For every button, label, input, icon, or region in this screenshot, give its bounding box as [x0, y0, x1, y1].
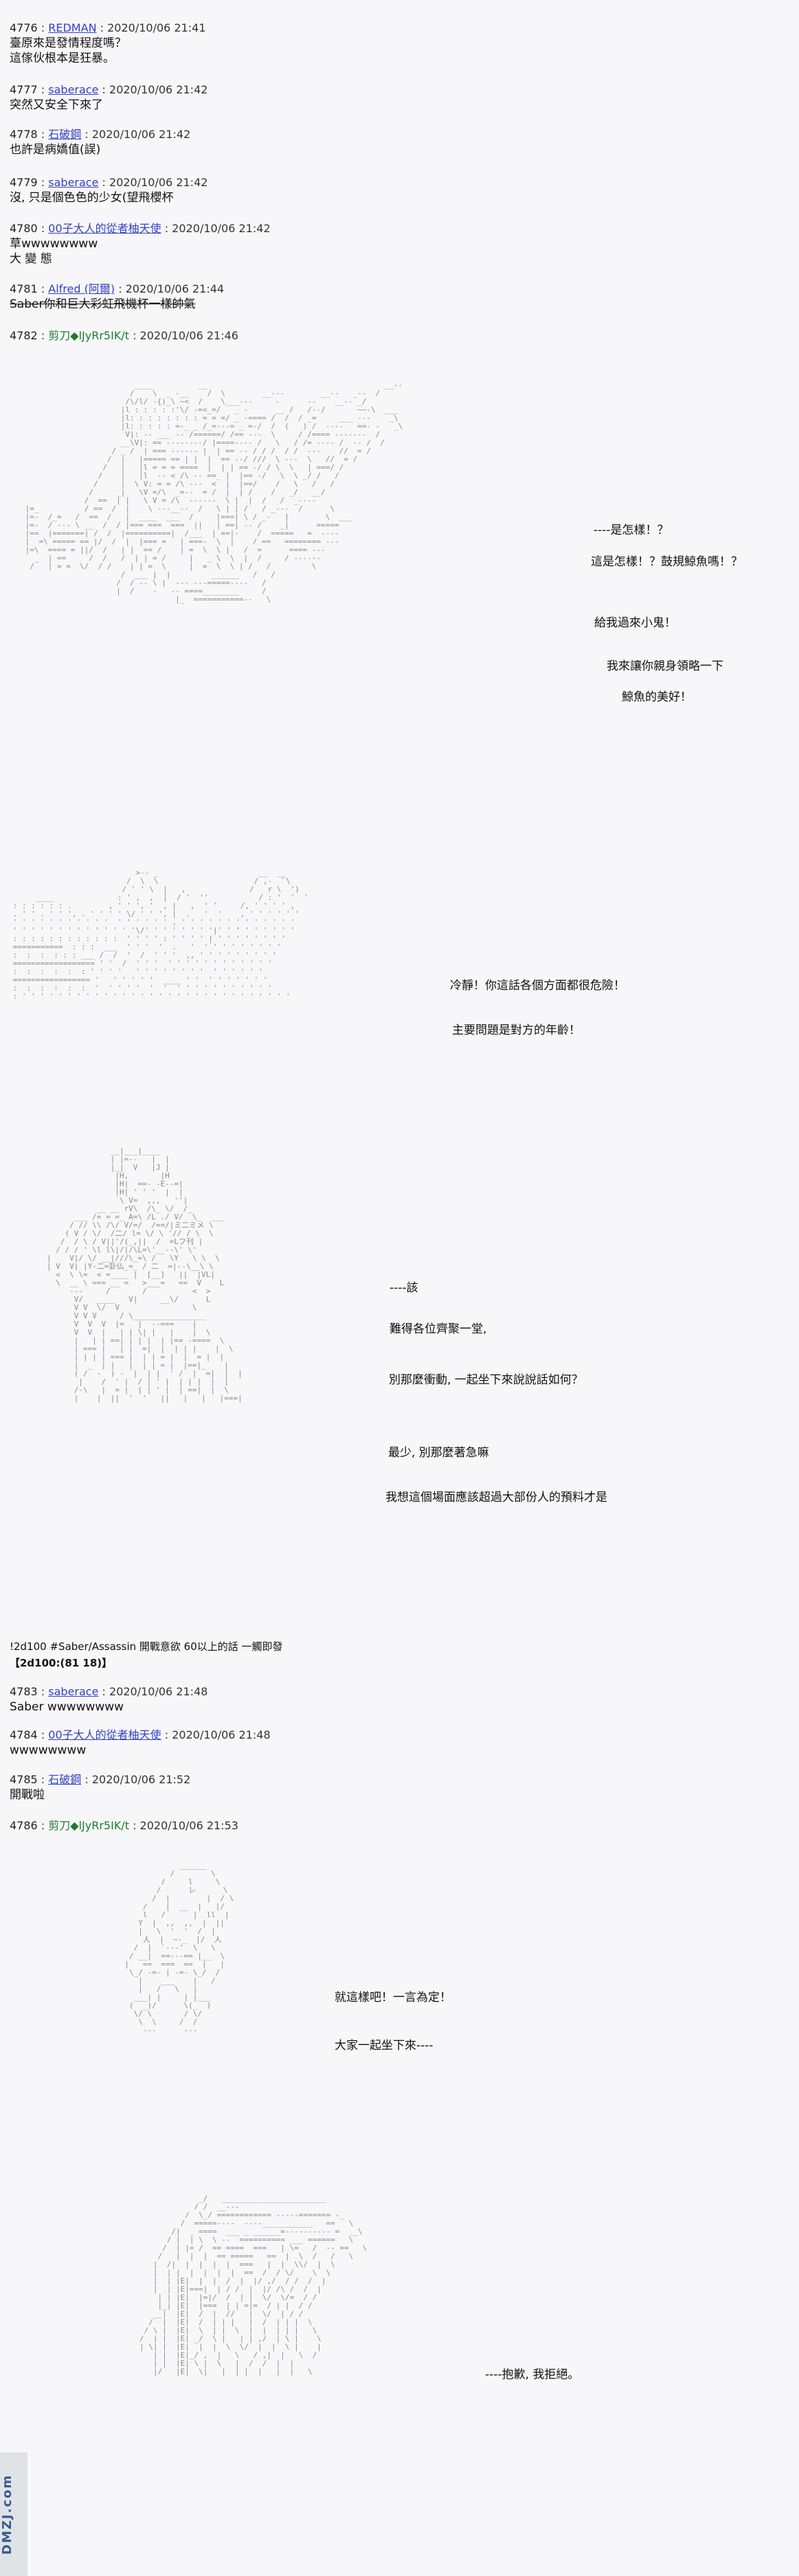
poster-name: 剪刀◆lJyRr5IK/t	[48, 1819, 129, 1832]
dialogue-line: 給我過來小鬼！	[594, 616, 676, 630]
dialogue-line: 就這樣吧！一言為定！	[335, 1991, 451, 2004]
dialogue-line: 我來讓你親身領略一下	[607, 659, 723, 673]
dialogue-line: 冷靜！你這話各個方面都很危險！	[450, 979, 625, 993]
poster-name-link[interactable]: Alfred (阿爾)	[48, 282, 115, 295]
poster-name-link[interactable]: 石破鋼	[48, 128, 82, 141]
dialogue-line: 主要問題是對方的年齡！	[452, 1024, 581, 1037]
post-4777: 4777 : saberace : 2020/10/06 21:42 突然又安全…	[10, 83, 208, 112]
dialogue-line: 鯨魚的美好！	[622, 690, 692, 704]
site-watermark: DMZJ.com	[0, 2452, 27, 2576]
poster-name-link[interactable]: saberace	[48, 83, 99, 96]
dice-command: !2d100 #Saber/Assassin 開戰意欲 60以上的話 一觸即發	[10, 1640, 283, 1653]
post-4784: 4784 : 00子大人的從者柚天使 : 2020/10/06 21:48 ww…	[10, 1728, 271, 1757]
dialogue-line: 這是怎樣！？鼓規鯨魚嗎！？	[591, 555, 743, 569]
poster-name-link[interactable]: 00子大人的從者柚天使	[48, 1728, 161, 1741]
dialogue-line: 我想這個場面應該超過大部份人的預料才是	[385, 1491, 607, 1504]
ascii-art-figure-5: _/ _______________________ / / __--- / \…	[139, 2194, 368, 2376]
post-4786: 4786 : 剪刀◆lJyRr5IK/t : 2020/10/06 21:53	[10, 1819, 238, 1832]
poster-name: 剪刀◆lJyRr5IK/t	[48, 329, 129, 342]
post-4782: 4782 : 剪刀◆lJyRr5IK/t : 2020/10/06 21:46	[10, 329, 238, 342]
poster-name-link[interactable]: saberace	[48, 176, 99, 189]
ascii-art-figures-1: ____ __ __-- / \ _ -__ / \ __--- __-- _-…	[25, 381, 403, 604]
poster-name-link[interactable]: REDMAN	[48, 21, 97, 34]
dialogue-line: ----該	[390, 1281, 418, 1295]
dice-result: 【2d100:(81 18)】	[10, 1657, 113, 1669]
post-4785: 4785 : 石破鋼 : 2020/10/06 21:52 開戰啦	[10, 1773, 191, 1802]
post-4780: 4780 : 00子大人的從者柚天使 : 2020/10/06 21:42 草w…	[10, 222, 271, 266]
post-4783: 4783 : saberace : 2020/10/06 21:48 Saber…	[10, 1685, 208, 1714]
poster-name-link[interactable]: saberace	[48, 1685, 99, 1698]
ascii-art-figures-3: __|___|____ | |=-- | | |_| V |J | |H, |H…	[46, 1146, 243, 1403]
dialogue-line: 難得各位齊聚一堂,	[390, 1322, 487, 1336]
dialogue-line: ----是怎樣！？	[594, 523, 669, 537]
post-4779: 4779 : saberace : 2020/10/06 21:42 沒, 只是…	[10, 176, 208, 205]
post-4778: 4778 : 石破鋼 : 2020/10/06 21:42 也許是病嬌值(誤)	[10, 128, 191, 157]
dialogue-line: ----抱歉, 我拒絕。	[485, 2368, 580, 2382]
post-4776: 4776 : REDMAN : 2020/10/06 21:41 臺原來是發情程…	[10, 21, 206, 65]
poster-name-link[interactable]: 00子大人的從者柚天使	[48, 222, 161, 235]
dialogue-line: 大家一起坐下來----	[335, 2039, 434, 2053]
ascii-art-figure-4: ______ / \ / l \ / レ \ / | | / \ / | __ …	[124, 1861, 234, 2035]
dialogue-line: 最少, 別那麼著急嘛	[388, 1446, 489, 1460]
dialogue-line: 別那麼衝動, 一起坐下來說說話如何？	[389, 1373, 583, 1387]
post-4781: 4781 : Alfred (阿爾) : 2020/10/06 21:44 Sa…	[10, 282, 225, 311]
ascii-art-figures-2: >-- _ __ __ / \ \ / ,- `\ / ' ' \ | , / …	[12, 868, 309, 1001]
poster-name-link[interactable]: 石破鋼	[48, 1773, 82, 1786]
